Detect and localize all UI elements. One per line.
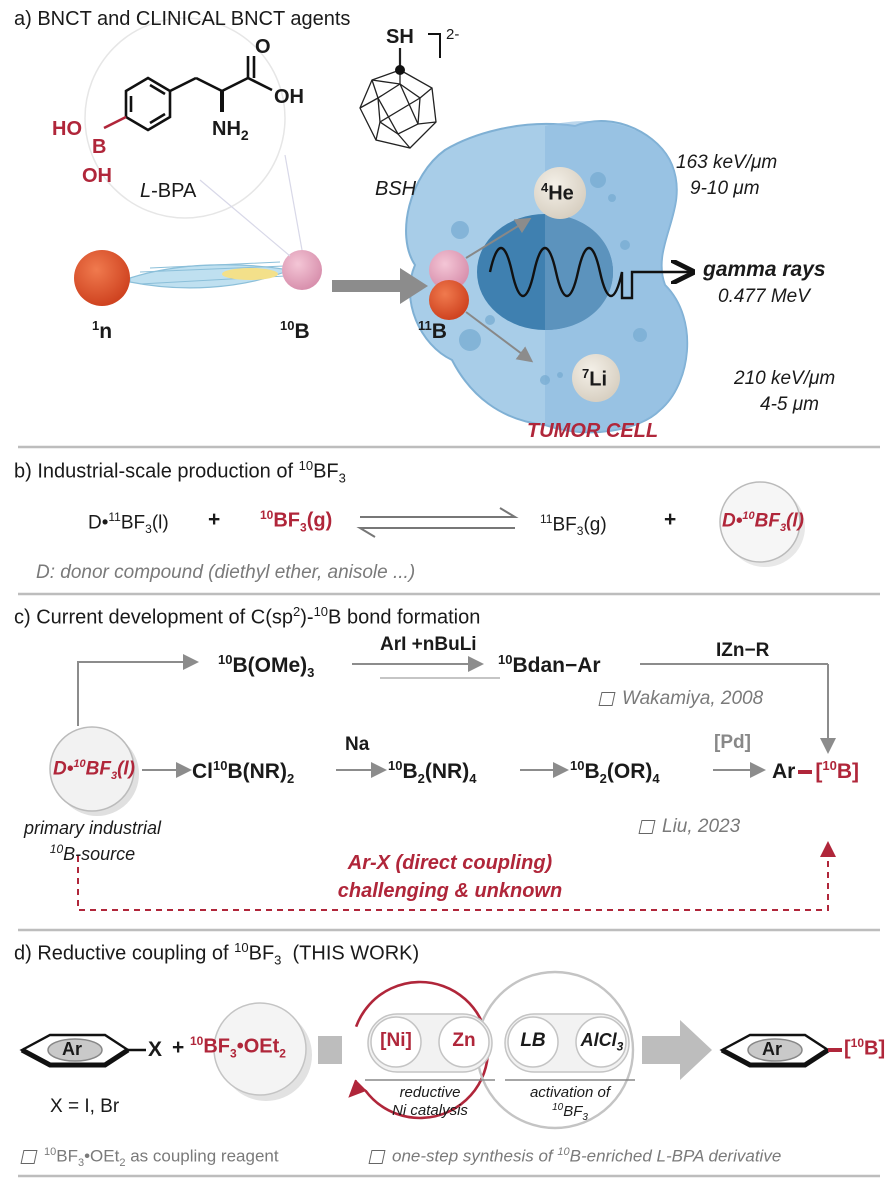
bpa-oh-acid: OH xyxy=(274,86,304,108)
reference-icon xyxy=(598,691,616,706)
helium-particle xyxy=(534,167,586,219)
aryl-ring-right xyxy=(719,1033,842,1068)
boron10-label: 10B xyxy=(280,318,310,343)
product-ar-10b: Ar[10B] xyxy=(772,758,859,783)
ni-label: [Ni] xyxy=(380,1030,412,1051)
lb-label: LB xyxy=(520,1030,546,1051)
zn-label: Zn xyxy=(452,1030,476,1051)
tumor-cell-label: TUMOR CELL xyxy=(527,420,659,442)
lithium-label: 7Li xyxy=(582,366,608,391)
boron10-ball xyxy=(282,250,322,290)
source-halo xyxy=(49,726,135,812)
section-c-title: c) Current development of C(sp2)-10B bon… xyxy=(14,604,481,629)
ref-liu: Liu, 2023 xyxy=(638,816,740,838)
reagent-na: Na xyxy=(345,734,370,755)
reagent-ari-nbuli: ArI +nBuLi xyxy=(380,634,477,655)
reductive-line-1: reductive xyxy=(399,1084,461,1101)
reagent-halo xyxy=(213,1002,307,1096)
he-energy: 163 keV/μm xyxy=(676,152,778,173)
bsh-name: BSH xyxy=(375,178,417,200)
ni-cycle xyxy=(350,980,490,1120)
bpa-name: L-BPA xyxy=(140,180,197,202)
source-caption-1: primary industrial xyxy=(23,818,162,838)
product-halo xyxy=(719,481,801,563)
activation-line-1: activation of xyxy=(529,1084,611,1101)
neutron-label: 1n xyxy=(92,318,113,343)
b-ome3: 10B(OMe)3 xyxy=(218,652,315,681)
footnote-one-step: one-step synthesis of 10B-enriched L-BPA… xyxy=(368,1146,781,1167)
b2-nr4: 10B2(NR)4 xyxy=(388,758,477,787)
reagent-10bf3-oet2: 10BF3•OEt2 xyxy=(190,1034,286,1061)
neutron-ball xyxy=(74,250,130,306)
bdan-ar: 10Bdan−Ar xyxy=(498,652,601,677)
challenge-dashed-arrow xyxy=(77,841,836,911)
section-a-title: a) BNCT and CLINICAL BNCT agents xyxy=(14,8,351,30)
bpa-b: B xyxy=(92,136,107,158)
gamma-energy: 0.477 MeV xyxy=(718,286,810,307)
gamma-wave xyxy=(488,247,690,300)
plus-b1: + xyxy=(208,508,221,531)
boron11-label: 11B xyxy=(418,318,447,343)
bpa-structure xyxy=(103,56,273,132)
big-grey-arrow xyxy=(332,268,428,304)
b2-or4: 10B2(OR)4 xyxy=(570,758,660,787)
footnote-reagent: 10BF3•OEt2 as coupling reagent xyxy=(20,1146,279,1169)
section-d-title: d) Reductive coupling of 10BF3 (THIS WOR… xyxy=(14,940,420,968)
reference-icon xyxy=(20,1150,38,1165)
source-d10bf3: D•10BF3(l) xyxy=(53,758,136,783)
he-range: 9-10 μm xyxy=(690,178,760,199)
reactant-10bf3-gas: 10BF3(g) xyxy=(260,508,333,535)
bpa-halo xyxy=(84,17,286,219)
alcl3-label: AlCl3 xyxy=(580,1030,624,1054)
x-definition: X = I, Br xyxy=(50,1096,120,1117)
aryl-ring-left xyxy=(19,1033,146,1068)
helium-label: 4He xyxy=(541,180,574,205)
b10-in-cell xyxy=(429,250,469,290)
bpa-o: O xyxy=(255,36,271,58)
source-caption-2: 10B-source xyxy=(49,842,136,864)
reactant-d11bf3: D•11BF3(l) xyxy=(88,510,169,537)
plus-d: + xyxy=(172,1036,185,1059)
ref-wakamiya: Wakamiya, 2008 xyxy=(598,688,763,710)
plus-b2: + xyxy=(664,508,677,531)
halide-x: X xyxy=(148,1038,163,1061)
product-d10bf3: D•10BF3(l) xyxy=(722,510,805,535)
li-energy: 210 keV/μm xyxy=(734,368,836,389)
grey-block xyxy=(318,1036,342,1064)
li-range: 4-5 μm xyxy=(760,394,819,415)
bpa-oh: OH xyxy=(82,165,112,187)
aryl-label-right: Ar xyxy=(762,1039,783,1059)
aryl-label-left: Ar xyxy=(62,1039,83,1059)
reference-icon xyxy=(368,1150,386,1165)
bpa-nh2: NH2 xyxy=(212,118,249,143)
reductive-line-2: Ni catalysis xyxy=(392,1102,468,1119)
lithium-particle xyxy=(572,354,620,402)
bsh-sh: SH xyxy=(386,26,414,48)
equilibrium-arrows xyxy=(356,507,519,538)
bsh-charge: 2- xyxy=(446,26,460,43)
challenge-line-1: Ar-X (direct coupling) xyxy=(347,852,553,874)
bsh-cage xyxy=(359,48,437,149)
gamma-label: gamma rays xyxy=(703,258,826,281)
bsh-attach-point xyxy=(395,65,405,75)
section-b-title: b) Industrial-scale production of 10BF3 xyxy=(14,458,346,486)
neutron-in-cell xyxy=(429,280,469,320)
product-11bf3-gas: 11BF3(g) xyxy=(540,512,607,539)
challenge-line-2: challenging & unknown xyxy=(337,880,563,902)
reagent-pd: [Pd] xyxy=(714,732,751,753)
product-boron-label: [10B] xyxy=(844,1036,886,1060)
donor-note: D: donor compound (diethyl ether, anisol… xyxy=(36,562,416,583)
izn-r: IZn−R xyxy=(716,640,770,661)
bpa-ho: HO xyxy=(52,118,82,140)
activation-line-2: 10BF3 xyxy=(552,1102,588,1123)
reference-icon xyxy=(638,819,656,834)
big-grey-arrow-d xyxy=(642,1020,712,1080)
cl-b-nr2: Cl10B(NR)2 xyxy=(192,758,295,787)
